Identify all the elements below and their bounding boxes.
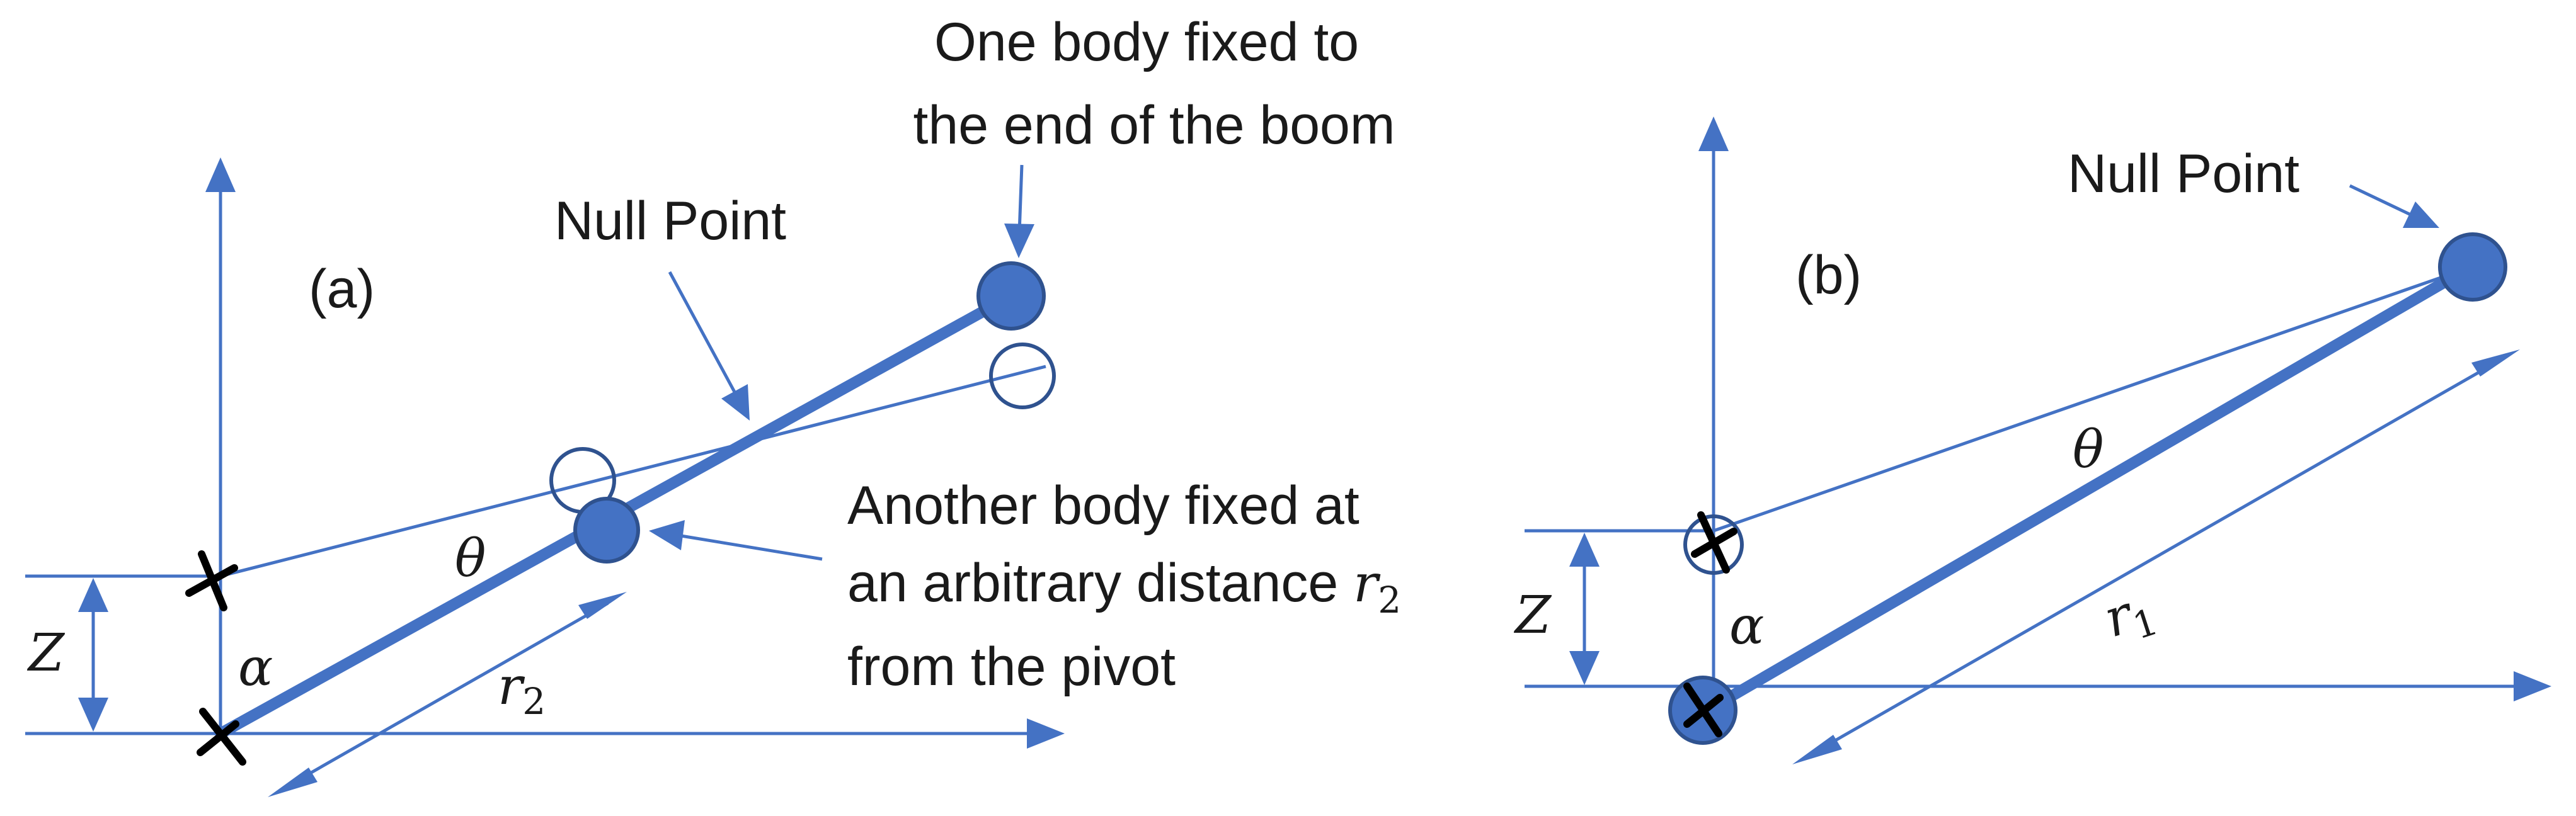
panel-a-end-body-callout-line bbox=[1017, 164, 1024, 234]
panel-b-horizontal-axis-arrowhead bbox=[2514, 671, 2551, 701]
panel-a-end-body-callout-arrowhead bbox=[1004, 224, 1034, 258]
panel-b-null-point-callout-line bbox=[2349, 184, 2417, 219]
panel-a-r2-dimension-line bbox=[279, 601, 609, 792]
panel-a-z-symbol: Z bbox=[26, 623, 66, 683]
panel-a-r2-symbol: r2 bbox=[498, 657, 546, 723]
panel-a-z-dimension-arrowhead-bottom bbox=[78, 698, 108, 732]
panel-b-r1-symbol: r1 bbox=[2097, 578, 2163, 655]
panel-a-theta-symbol: θ bbox=[455, 529, 486, 589]
panel-b-null-point-callout-arrowhead bbox=[2403, 201, 2439, 228]
panel-a-z-dimension-arrowhead-top bbox=[78, 578, 108, 612]
panel-b-r1-dimension-line bbox=[1813, 360, 2499, 754]
panel-a-other-body-callout-arrowhead bbox=[649, 520, 685, 550]
panel-a-other-body-callout-text: Another body fixed at an arbitrary dista… bbox=[847, 475, 1416, 697]
panel-a: (a) One body fixed to the end of the boo… bbox=[25, 12, 1416, 797]
panel-b-vertical-axis-arrowhead bbox=[1698, 116, 1729, 151]
panel-b-alpha-symbol: α bbox=[1729, 596, 1764, 656]
panel-a-r2-arrowhead-end bbox=[578, 592, 627, 619]
panel-b-null-point-callout-text: Null Point bbox=[2068, 144, 2299, 204]
panel-a-end-body bbox=[976, 261, 1046, 331]
panel-b-null-point-body bbox=[2438, 232, 2507, 302]
panel-a-alpha-symbol: α bbox=[238, 638, 273, 698]
panel-b-z-symbol: Z bbox=[1513, 586, 1552, 645]
panel-b-r1-arrowhead-start bbox=[1792, 735, 1842, 764]
panel-b-boom bbox=[1702, 262, 2475, 716]
panel-b-theta-symbol: θ bbox=[2073, 420, 2104, 480]
panel-b-r1-arrowhead-end bbox=[2471, 349, 2520, 377]
panel-a-null-point-callout-line bbox=[668, 271, 739, 398]
panel-a-lower-pivot-mark bbox=[197, 708, 246, 766]
panel-a-vertical-axis-arrowhead bbox=[205, 157, 236, 192]
panel-a-middle-body bbox=[573, 497, 640, 564]
panel-b-tag: (b) bbox=[1795, 245, 1862, 305]
panel-a-null-point-callout-text: Null Point bbox=[554, 191, 786, 251]
panel-b-upper-pivot-mark bbox=[1691, 511, 1737, 574]
panel-b-sight-line bbox=[1713, 266, 2470, 533]
panel-a-horizontal-axis-arrowhead bbox=[1027, 718, 1065, 749]
panel-a-null-point-callout-arrowhead bbox=[721, 384, 750, 421]
panel-a-upper-pivot-mark bbox=[185, 550, 238, 611]
panel-a-other-body-callout-line bbox=[677, 533, 823, 561]
panel-a-tag: (a) bbox=[309, 259, 375, 319]
panel-b-z-dimension-arrowhead-bottom bbox=[1569, 651, 1600, 685]
panel-b: (b) Null Point θ α Z r1 bbox=[1513, 116, 2551, 764]
panel-b-lower-pivot-mark bbox=[1683, 683, 1724, 737]
panel-a-end-body-null-image bbox=[989, 343, 1056, 409]
panel-b-upper-pivot-ring bbox=[1683, 514, 1744, 575]
panel-a-sight-line bbox=[220, 365, 1046, 578]
panel-b-z-dimension-arrowhead-top bbox=[1569, 533, 1600, 567]
panel-a-r2-arrowhead-start bbox=[268, 768, 318, 797]
panel-a-end-body-callout-text: One body fixed to the end of the boom bbox=[913, 12, 1395, 156]
